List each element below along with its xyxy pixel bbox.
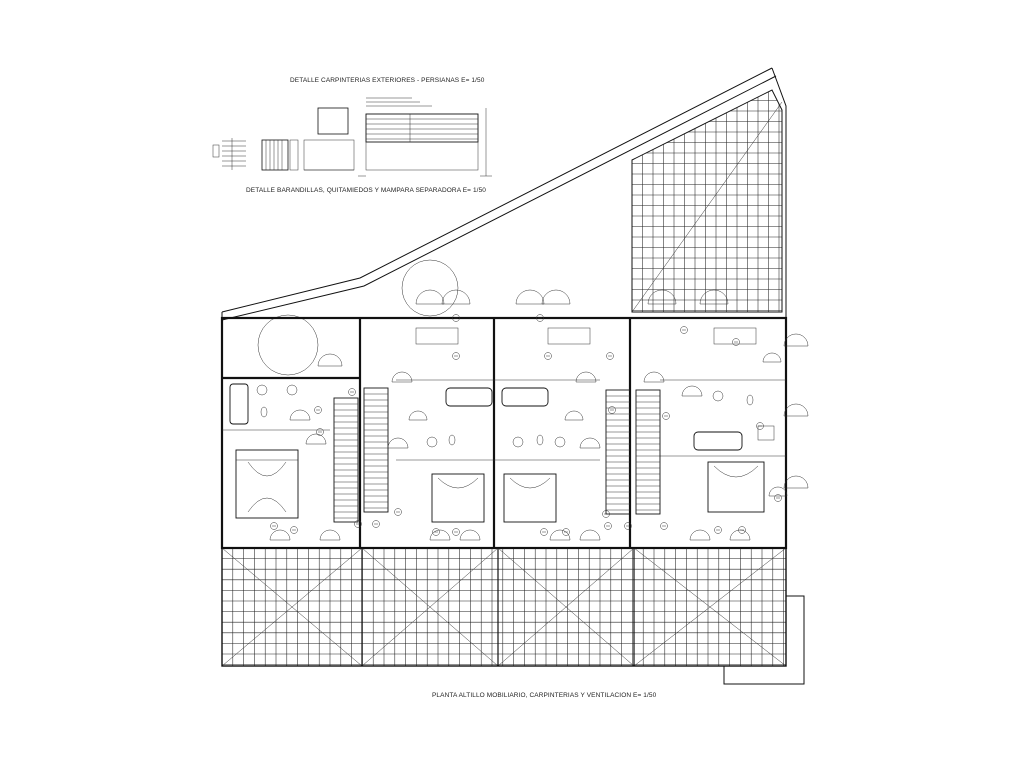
tree-icon — [257, 259, 459, 376]
detail-persianas — [358, 97, 492, 177]
detail-drawings — [212, 97, 492, 177]
terrace-grid-lower — [221, 547, 787, 667]
caption-carpinterias: DETALLE CARPINTERIAS EXTERIORES - PERSIA… — [290, 77, 485, 84]
detail-section-left — [212, 138, 246, 170]
washbasin-icon — [256, 384, 724, 448]
caption-barandillas: DETALLE BARANDILLAS, QUITAMIEDOS Y MAMPA… — [246, 187, 486, 194]
detail-railing-panel — [261, 139, 299, 171]
terrace-grid-upper — [631, 89, 783, 313]
staircase-icon — [333, 387, 661, 523]
door-swing-icon — [269, 289, 809, 541]
detail-frame — [303, 107, 355, 171]
caption-planta: PLANTA ALTILLO MOBILIARIO, CARPINTERIAS … — [432, 692, 657, 699]
double-bed-icon — [235, 327, 765, 523]
toilet-icon — [260, 394, 775, 446]
terrace-outline — [221, 547, 805, 685]
vent-marker-icon — [270, 314, 782, 536]
bathtub-icon — [229, 383, 743, 451]
